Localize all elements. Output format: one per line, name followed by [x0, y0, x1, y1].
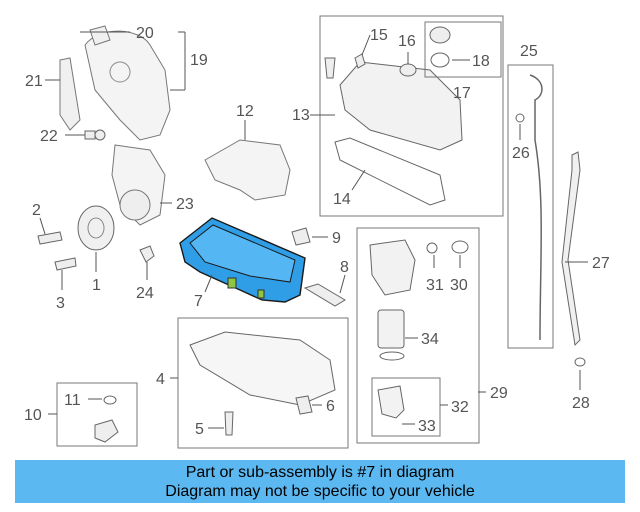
callout-20: 20: [136, 25, 154, 42]
oil-pan-drain: [227, 277, 237, 289]
timing-cover-hole: [109, 61, 131, 83]
parts-diagram: 20 19 21 22 12 23 2 1 3 24 7 9 8 13 14 1…: [24, 15, 610, 449]
seal-part: [379, 351, 405, 361]
stud-part: [354, 53, 366, 69]
callout-28: 28: [572, 395, 590, 412]
callout-32: 32: [451, 399, 469, 416]
callout-34: 34: [421, 331, 439, 348]
callout-6: 6: [326, 398, 335, 415]
cap-box: [424, 21, 502, 78]
leader-line: [204, 274, 213, 293]
callout-22: 22: [40, 128, 58, 145]
sensor-part: [94, 419, 119, 443]
filter-group-box: [356, 227, 480, 444]
valve-cover-part: [339, 61, 463, 151]
leader-line: [339, 274, 346, 294]
callout-33: 33: [418, 418, 436, 435]
timing-cover-group: [45, 25, 186, 141]
callout-13: 13: [292, 107, 310, 124]
dipstick-box: [507, 64, 554, 349]
callout-21: 21: [25, 73, 43, 90]
dipstick-part: [529, 74, 543, 341]
oil-pan-rim: [189, 224, 296, 283]
cap-part: [429, 26, 451, 44]
leader-line: [361, 34, 371, 56]
callout-1: 1: [92, 277, 101, 294]
valve-cover-gasket: [334, 137, 446, 206]
gasket-part: [59, 57, 81, 131]
leader-line: [351, 169, 366, 191]
notice-line-1: Part or sub-assembly is #7 in diagram: [185, 463, 455, 481]
callout-16: 16: [398, 33, 416, 50]
callout-2: 2: [32, 202, 41, 219]
baffle-part: [204, 139, 291, 201]
pulley-hub: [87, 217, 105, 239]
callout-19: 19: [190, 52, 208, 69]
callout-24: 24: [136, 285, 154, 302]
timing-cover-part: [84, 30, 171, 141]
callout-29: 29: [490, 385, 508, 402]
filter-cap-part: [377, 385, 405, 419]
bracket-part: [89, 25, 111, 46]
seal-part: [451, 240, 469, 254]
callout-14: 14: [333, 191, 351, 208]
plug-part: [291, 227, 311, 246]
callout-31: 31: [426, 277, 444, 294]
callout-7: 7: [194, 293, 203, 310]
valve-cover-box: [319, 15, 504, 217]
callout-18: 18: [472, 53, 490, 70]
bolt-part: [224, 411, 234, 436]
bolt-part: [54, 257, 77, 271]
tray-group-box: [177, 317, 349, 449]
washer-part: [94, 129, 106, 141]
seal-part: [426, 242, 438, 254]
callout-11: 11: [64, 392, 81, 409]
callout-23: 23: [176, 196, 194, 213]
callout-25: 25: [520, 43, 538, 60]
callout-10: 10: [24, 407, 42, 424]
bolt-part: [324, 57, 336, 79]
gasket-part: [303, 283, 346, 307]
oil-pan-highlight: [179, 217, 306, 303]
sensor-part: [139, 245, 155, 263]
pulley-part: [77, 205, 115, 251]
callout-5: 5: [195, 421, 204, 438]
tube-part: [561, 151, 581, 347]
clip-part: [295, 395, 313, 415]
seal-part: [574, 357, 586, 367]
callout-17: 17: [453, 85, 471, 102]
callout-27: 27: [592, 255, 610, 272]
seal-part: [103, 395, 117, 405]
callout-15: 15: [370, 27, 388, 44]
leader-line: [39, 217, 46, 235]
callout-30: 30: [450, 277, 468, 294]
filter-element-part: [377, 309, 405, 349]
notice-line-2: Diagram may not be specific to your vehi…: [165, 482, 475, 500]
callout-8: 8: [340, 259, 349, 276]
seal-part: [119, 189, 151, 221]
callout-12: 12: [236, 103, 254, 120]
notice-banner: Part or sub-assembly is #7 in diagram Di…: [15, 460, 625, 503]
filter-housing-part: [369, 239, 416, 296]
callout-3: 3: [56, 295, 65, 312]
oil-pan-drain: [257, 289, 265, 299]
callout-26: 26: [512, 145, 530, 162]
callout-9: 9: [332, 230, 341, 247]
cap-part: [399, 63, 417, 77]
bolt-part: [37, 231, 63, 245]
bolt-part: [84, 130, 96, 140]
seal-part: [430, 52, 450, 68]
tray-part: [189, 331, 336, 406]
callout-4: 4: [156, 371, 165, 388]
filter-cap-box: [371, 377, 441, 437]
seal-part: [515, 113, 525, 123]
